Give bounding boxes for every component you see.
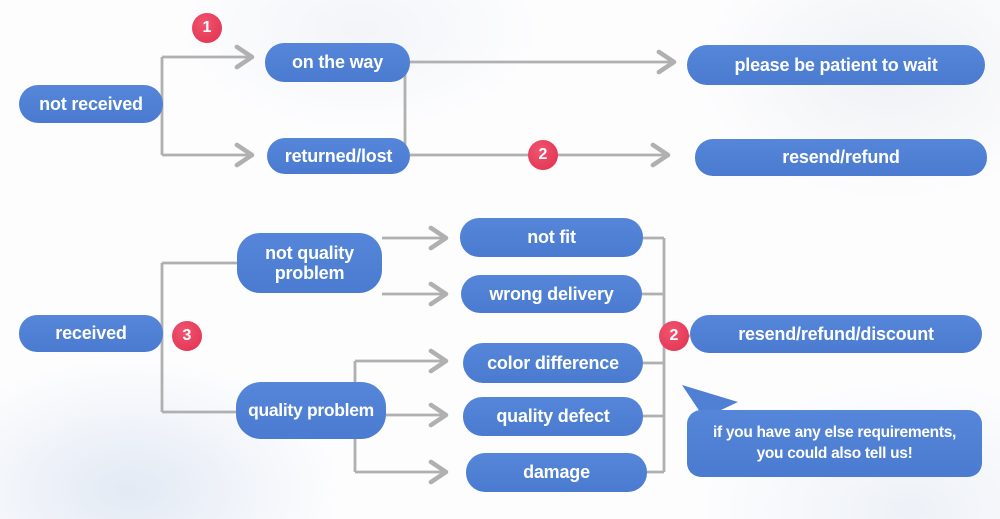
- step-badge-1: 1: [192, 13, 222, 43]
- note-line-2: you could also tell us!: [756, 444, 913, 462]
- node-resend-refund-discount: resend/refund/discount: [690, 315, 982, 353]
- note-line-1: if you have any else requirements,: [712, 423, 957, 441]
- node-please-be-patient: please be patient to wait: [687, 45, 985, 85]
- node-wrong-delivery: wrong delivery: [461, 275, 642, 313]
- speech-bubble-note: if you have any else requirements, you c…: [687, 410, 982, 477]
- node-color-difference: color difference: [463, 343, 643, 383]
- node-not-quality-problem: not quality problem: [237, 233, 382, 293]
- node-resend-refund: resend/refund: [695, 139, 987, 176]
- node-returned-lost: returned/lost: [267, 138, 410, 174]
- step-badge-2-top: 2: [528, 140, 558, 170]
- node-on-the-way: on the way: [265, 43, 410, 82]
- node-received: received: [19, 315, 163, 352]
- step-badge-3: 3: [172, 321, 202, 351]
- speech-bubble-tail: [682, 385, 738, 418]
- step-badge-2-bottom: 2: [659, 321, 689, 351]
- node-quality-problem: quality problem: [236, 382, 386, 439]
- node-not-fit: not fit: [460, 218, 643, 257]
- node-damage: damage: [466, 453, 647, 492]
- node-not-received: not received: [19, 85, 163, 123]
- node-quality-defect: quality defect: [463, 397, 643, 436]
